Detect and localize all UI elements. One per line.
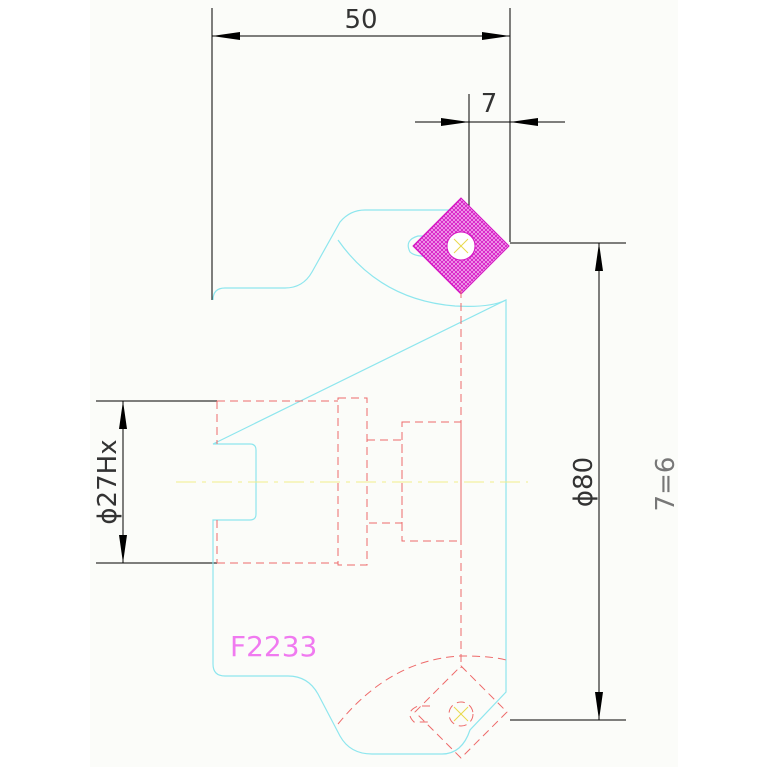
arrow-left [212, 32, 240, 40]
dimension-text-phi80: ϕ80 [569, 457, 599, 507]
hidden-features [216, 290, 508, 759]
arrow-phi27-top [119, 401, 127, 429]
quantity-note: 7=6 [651, 457, 681, 512]
groove-rect [337, 397, 368, 566]
lower-square [414, 665, 508, 759]
lower-center-mark-b [453, 706, 469, 722]
dimension-text-phi27: ϕ27Hx [93, 439, 123, 524]
part-body-outline [212, 209, 507, 755]
dimension-text-7: 7 [481, 89, 498, 119]
lower-hole [448, 701, 474, 727]
dimension-phi27: ϕ27Hx [93, 400, 218, 564]
upper-arc [337, 239, 507, 307]
arrow-phi80-top [595, 243, 603, 271]
hatched-insert [412, 197, 510, 295]
arrow-phi27-bottom [119, 535, 127, 563]
counterbore-rect [401, 421, 462, 542]
arrow-right [482, 32, 510, 40]
dimension-7: 7 [415, 89, 565, 210]
step-rect [366, 439, 403, 524]
lower-small-tab [409, 705, 430, 723]
drawing-sheet [90, 0, 678, 767]
arrow-phi80-bottom [595, 692, 603, 720]
dimension-phi80: ϕ80 [510, 242, 626, 721]
arrow-7-left [441, 118, 469, 126]
dimension-text-50: 50 [344, 5, 377, 35]
part-label: F2233 [230, 630, 317, 663]
center-mark-b [453, 238, 469, 254]
lower-arc [337, 655, 507, 725]
dimension-50: 50 [211, 5, 511, 300]
arrow-7-right [510, 118, 538, 126]
